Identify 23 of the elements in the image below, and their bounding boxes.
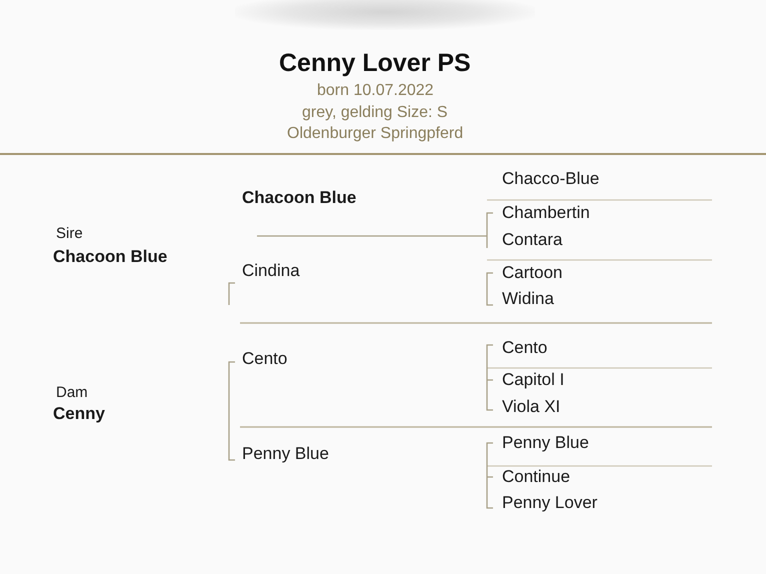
horse-name: Continue: [502, 467, 570, 487]
subtitle-text: born 10.07.2022: [317, 81, 434, 101]
relation-label: Dam: [56, 383, 88, 403]
subtitle-text: grey, gelding Size: S: [302, 103, 448, 123]
horse-name: Cindina: [242, 261, 300, 281]
horse-name: Penny Blue: [502, 433, 589, 453]
horse-name: Chacoon Blue: [53, 247, 168, 267]
relation-label: Sire: [56, 224, 83, 244]
horse-name: Cento: [502, 338, 548, 358]
horse-name: Contara: [502, 230, 562, 250]
horse-name: Widina: [502, 289, 554, 309]
horse-name: Chacco-Blue: [502, 169, 600, 189]
horse-name: Chacoon Blue: [242, 188, 356, 208]
title: Cenny Lover PS: [279, 48, 471, 79]
horse-name: Cartoon: [502, 263, 562, 283]
subtitle-text: Oldenburger Springpferd: [287, 124, 464, 144]
horse-name: Chambertin: [502, 203, 590, 223]
horse-name: Penny Blue: [242, 444, 329, 464]
horse-name: Capitol I: [502, 370, 564, 390]
horse-name: Cenny: [53, 404, 105, 424]
horse-name: Cento: [242, 349, 288, 369]
horse-name: Viola XI: [502, 397, 560, 417]
horse-name: Penny Lover: [502, 493, 598, 513]
